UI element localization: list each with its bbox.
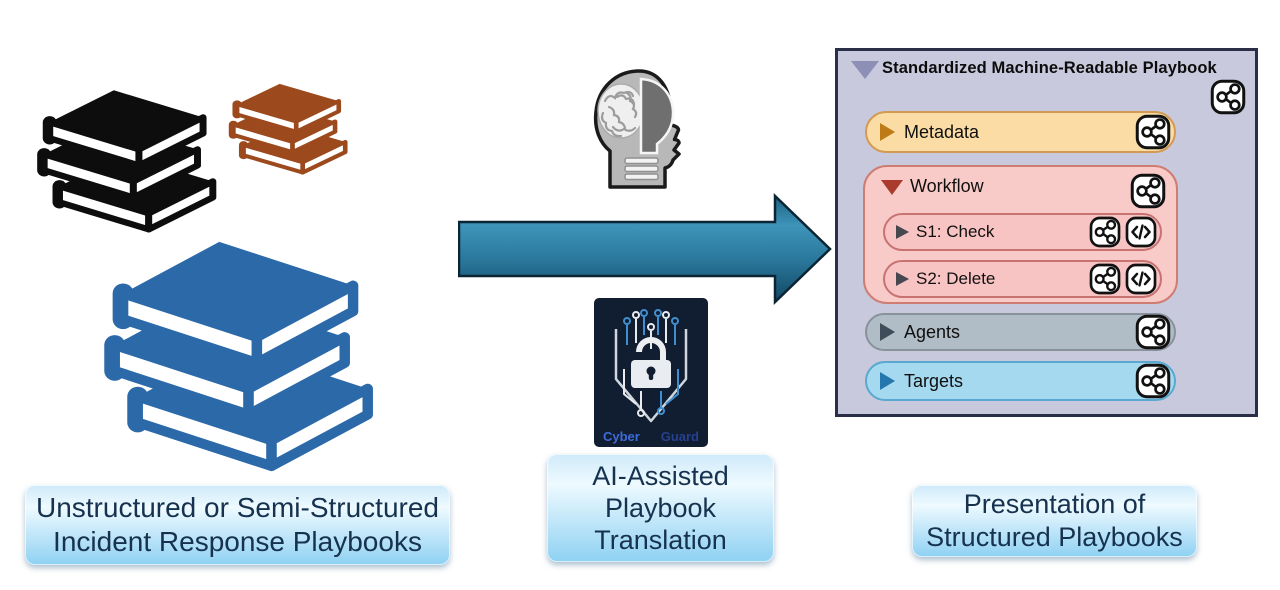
targets-share-button[interactable] [1135,363,1171,399]
metadata-label: Metadata [904,121,980,142]
share-icon [1137,365,1169,397]
agents-row: Agents [865,313,1176,351]
cyber-guard-logo: Cyber Guard [594,298,708,447]
workflow-step-row: S1: Check [883,213,1162,251]
step-expand-icon[interactable] [896,225,909,239]
step-label: S1: Check [916,222,995,241]
brown-books-icon [226,76,348,178]
panel-title: Standardized Machine-Readable Playbook [882,59,1217,77]
ai-translation-caption: AI-Assisted Playbook Translation [547,454,774,562]
metadata-expand-icon[interactable] [880,123,895,141]
share-icon [1091,218,1119,246]
caption-line: Presentation of [963,489,1146,519]
padlock-icon [631,337,671,388]
caption-line: Structured Playbooks [926,522,1183,552]
panel-collapse-icon[interactable] [851,61,879,79]
caption-line: AI-Assisted [592,461,729,491]
targets-label: Targets [904,370,964,391]
agents-expand-icon[interactable] [880,323,895,341]
caption-line: Unstructured or Semi-Structured [35,492,440,523]
workflow-section: Workflow S1: Check S2: Delete [863,165,1178,304]
caption-line: Playbook [604,493,717,523]
translation-arrow-icon [458,193,832,305]
code-icon [1127,218,1155,246]
code-icon [1127,265,1155,293]
agents-share-button[interactable] [1135,314,1171,350]
share-icon [1091,265,1119,293]
structured-playbooks-caption: Presentation of Structured Playbooks [912,485,1197,557]
playbook-panel: Standardized Machine-Readable Playbook M… [835,48,1258,417]
blue-books-icon [98,222,374,480]
share-icon [1137,316,1169,348]
metadata-share-button[interactable] [1135,114,1171,150]
targets-row: Targets [865,361,1176,401]
workflow-label: Workflow [910,176,984,196]
step-share-button[interactable] [1089,216,1121,248]
step-code-button[interactable] [1125,216,1157,248]
step-label: S2: Delete [916,269,996,288]
metadata-row: Metadata [865,111,1176,153]
workflow-collapse-icon[interactable] [881,180,903,195]
brain-lightbulb-head-icon [593,69,681,189]
step-expand-icon[interactable] [896,272,909,286]
caption-line: Translation [594,525,727,555]
targets-expand-icon[interactable] [880,372,895,390]
logo-guard-text: Guard [660,429,699,444]
agents-label: Agents [904,321,961,342]
panel-share-button[interactable] [1210,79,1246,115]
shield-circuit-icon [614,309,688,423]
black-books-icon [33,78,217,238]
workflow-share-button[interactable] [1130,173,1166,209]
share-icon [1132,175,1164,207]
caption-line: Incident Response Playbooks [53,526,422,557]
share-icon [1137,116,1169,148]
step-share-button[interactable] [1089,263,1121,295]
logo-cyber-text: Cyber [603,429,640,444]
workflow-step-row: S2: Delete [883,260,1162,298]
share-icon [1212,81,1244,113]
step-code-button[interactable] [1125,263,1157,295]
unstructured-playbooks-caption: Unstructured or Semi-Structured Incident… [25,485,450,565]
